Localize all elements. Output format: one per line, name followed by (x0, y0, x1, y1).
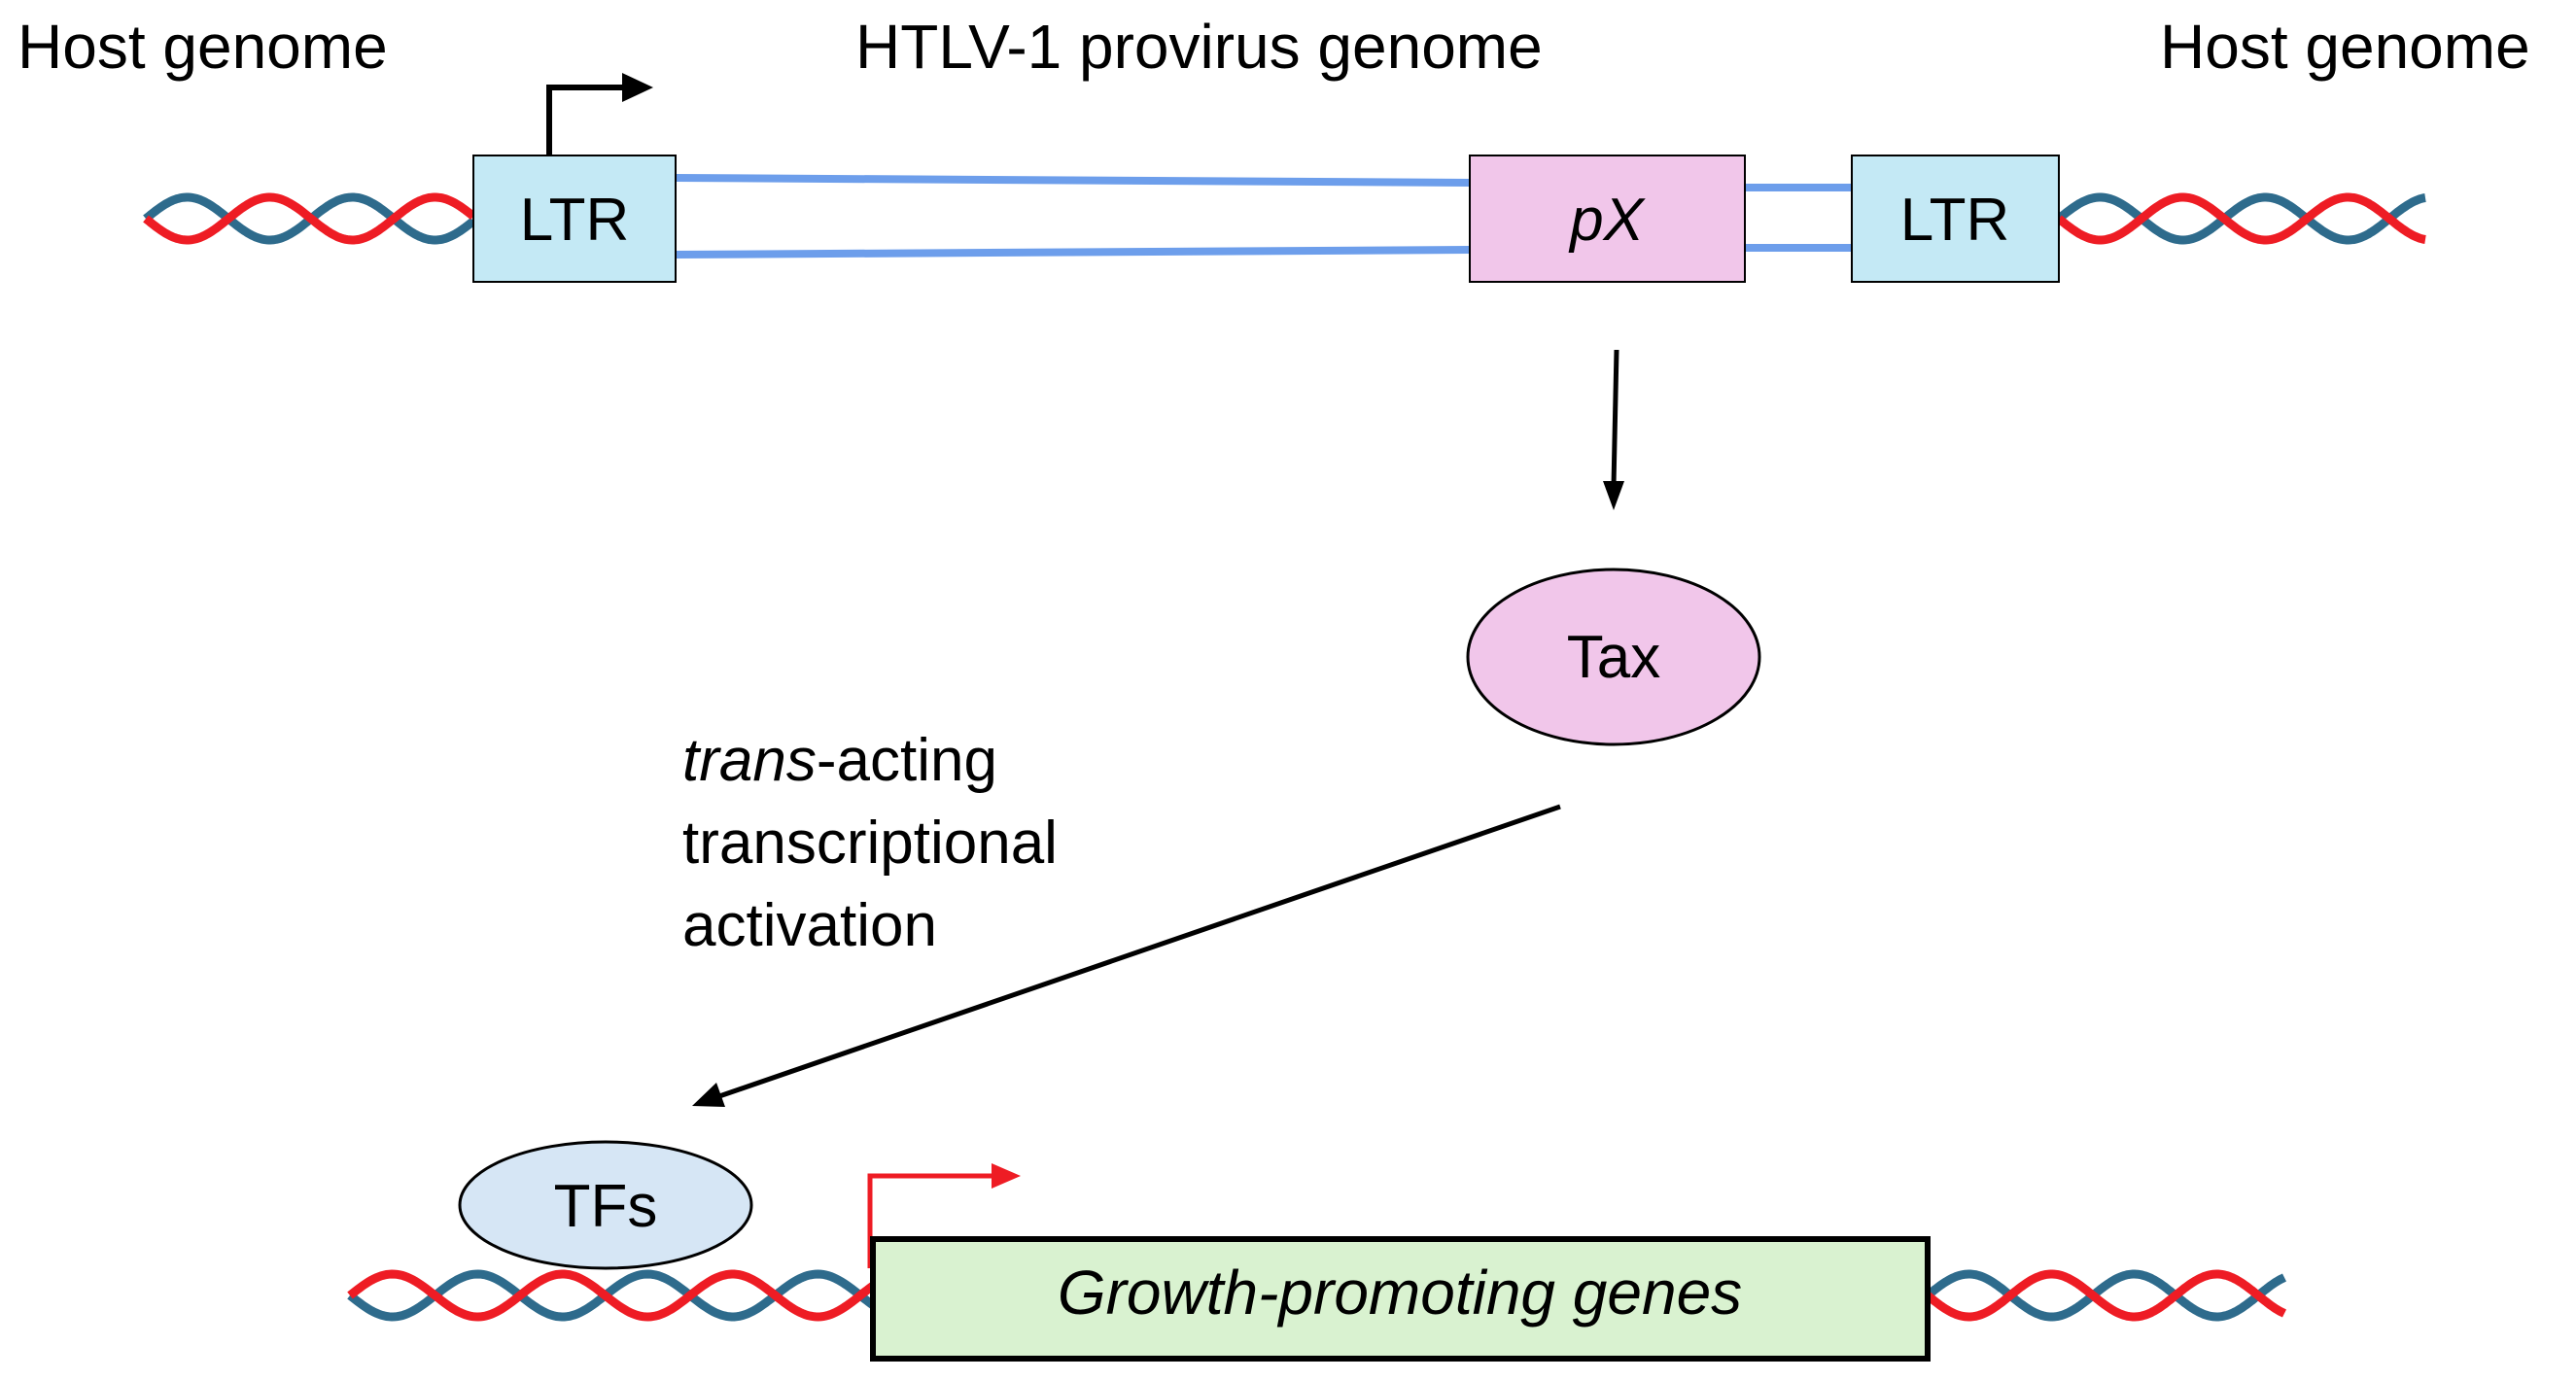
px-box (1469, 155, 1746, 283)
ltr-left-label: LTR (520, 187, 630, 254)
provirus-strands (675, 174, 1852, 259)
dna-strand-blue (2056, 192, 2426, 245)
ltr-left-box (472, 155, 677, 283)
dna-strand-red (1925, 1269, 2287, 1322)
tax-ellipse (1466, 568, 1761, 746)
tfs-label: TFs (554, 1173, 658, 1240)
px-label: pX (1568, 187, 1646, 254)
tax-label: Tax (1567, 624, 1660, 691)
activation-line-3: activation (682, 892, 937, 959)
provirus-genome-label: HTLV-1 provirus genome (855, 12, 1543, 82)
dna-helix-bottom-right (1925, 1269, 2287, 1322)
growth-genes-label: Growth-promoting genes (1058, 1258, 1742, 1328)
dna-strand-blue (1925, 1269, 2287, 1322)
activation-line-1: trans-acting (682, 727, 997, 794)
dna-strand-red (2056, 192, 2426, 245)
tax-to-tfs-arrowhead (692, 1083, 725, 1107)
tfs-ellipse (458, 1140, 753, 1270)
dna-helix-top-left (143, 192, 476, 245)
dna-strand-red (347, 1269, 876, 1322)
ltr-promoter-arrowhead (622, 73, 653, 102)
gene-promoter-arrowhead (992, 1163, 1021, 1189)
host-genome-left-label: Host genome (17, 12, 388, 82)
px-to-tax-arrow (1611, 349, 1619, 487)
ltr-promoter-arrow (546, 85, 637, 155)
dna-helix-top-right (2056, 192, 2426, 245)
dna-strand-red (143, 192, 476, 245)
activation-line-2: transcriptional (682, 810, 1058, 877)
px-to-tax-arrowhead (1603, 481, 1624, 510)
dna-helix-bottom-left (347, 1269, 876, 1322)
ltr-right-label: LTR (1900, 187, 2010, 254)
tax-to-tfs-arrow (718, 804, 1561, 1099)
host-genome-right-label: Host genome (2160, 12, 2530, 82)
growth-genes-box (870, 1236, 1931, 1362)
ltr-right-box (1851, 155, 2060, 283)
